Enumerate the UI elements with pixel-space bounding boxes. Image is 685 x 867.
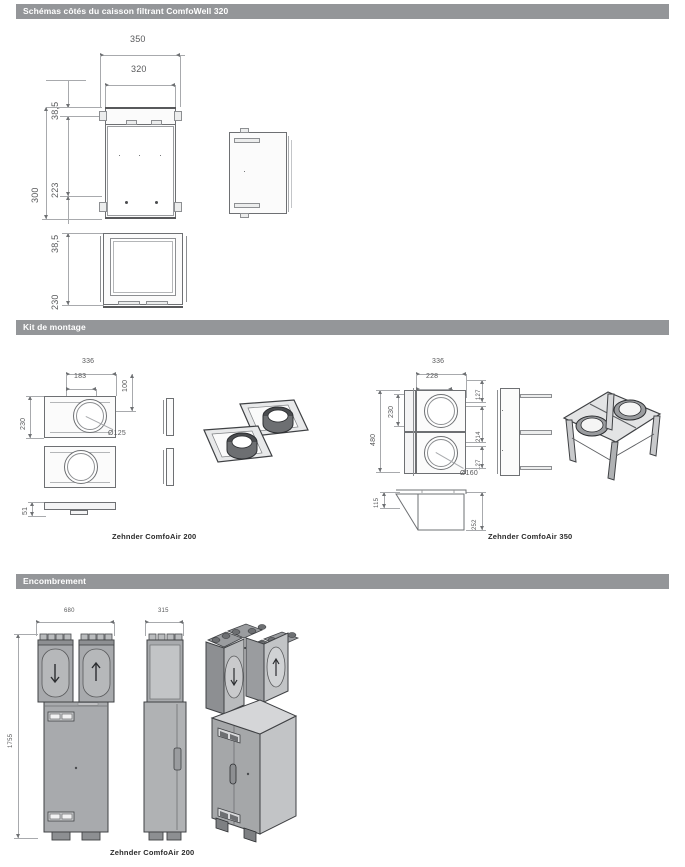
dim-38-5-lower: 38,5 [50,234,60,253]
dim-228: 228 [426,373,439,380]
kit350-leg-mid [520,430,552,435]
bracket-bottom-right [174,202,182,212]
dim-230: 230 [50,294,60,310]
comfoair200-side-elevation [143,632,187,842]
dim-300: 300 [30,187,40,203]
bracket-top-left [99,111,107,121]
drawing-comfowell-320: 350 320 38,5 300 223 38,5 [0,28,330,318]
kit200-isometric [196,386,316,486]
drawing-comfoair-200-kit: 336 183 100 230 Ø125 [0,350,330,550]
dim-350: 350 [130,34,146,44]
kit350-bracket-section [395,488,486,534]
dim-100: 100 [122,379,129,392]
section-header-kit-de-montage: Kit de montage [16,320,669,335]
comfoair200-front-elevation [34,632,118,842]
dim-38-5-upper: 38,5 [50,101,60,120]
dim-230-a: 230 [20,417,27,430]
kit350-side-view [500,388,520,476]
dim-115: 115 [374,497,380,508]
kit200-lid-section [44,502,116,510]
dim-680: 680 [64,608,75,614]
dim-336-a: 336 [82,358,95,365]
kit200-side-profile-lower [166,448,174,486]
dim-d160: Ø160 [460,470,478,477]
caption-comfoair-200-kit: Zehnder ComfoAir 200 [112,532,197,541]
dim-183: 183 [74,373,87,380]
kit350-leg-bottom [520,466,552,470]
bracket-top-right [174,111,182,121]
section-header-schemas-cotes: Schémas côtés du caisson filtrant ComfoW… [16,4,669,19]
dim-320: 320 [131,64,147,74]
dim-d125: Ø125 [108,430,126,437]
comfoair200-isometric [198,622,313,847]
drawing-comfoair-200-overall: 680 315 1755 [0,600,330,867]
caption-comfoair-350-kit: Zehnder ComfoAir 350 [488,532,573,541]
dim-230-b: 230 [388,405,395,418]
caption-comfoair-200-overall: Zehnder ComfoAir 200 [110,848,195,857]
latch-clip-left [126,120,137,125]
dim-480: 480 [370,433,377,446]
dim-315: 315 [158,608,169,614]
kit350-isometric [550,380,675,485]
dim-336-b: 336 [432,358,445,365]
comfowell-side-outline [229,132,287,214]
kit350-leg-top [520,394,552,398]
dim-51: 51 [22,506,29,515]
section-header-encombrement: Encombrement [16,574,669,589]
kit200-side-profile-upper [166,398,174,436]
dim-223: 223 [50,182,60,198]
latch-clip-right [151,120,162,125]
bracket-bottom-left [99,202,107,212]
drawing-comfoair-350-kit: 336 228 480 230 127 214 [360,350,685,550]
dim-1755: 1755 [8,733,14,748]
